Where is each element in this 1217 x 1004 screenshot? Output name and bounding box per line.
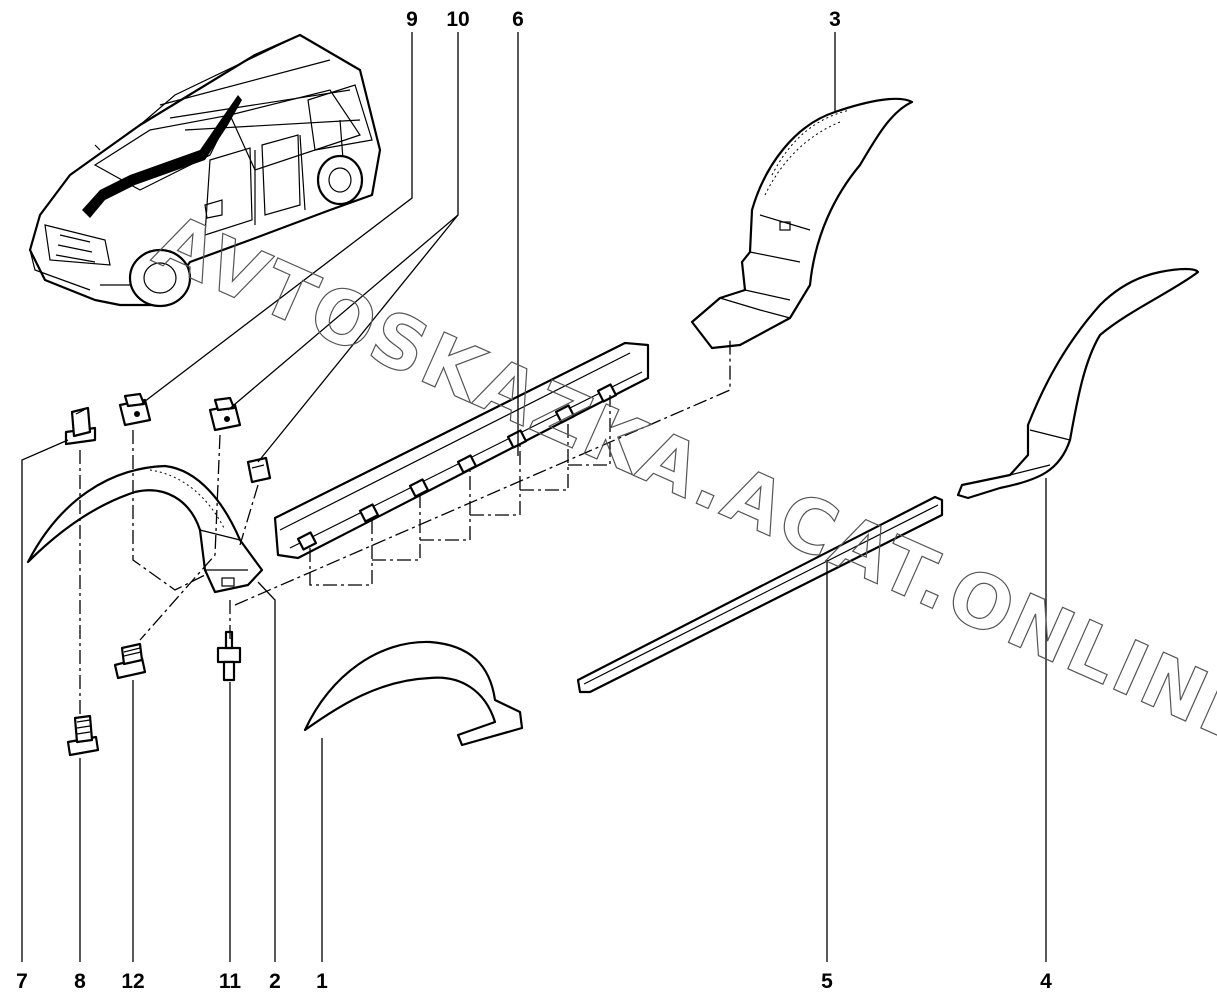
callout-labels: 9 10 6 3 7 8 12 11 2 1 5 4 <box>16 8 1052 993</box>
watermark-text: AVTOSKAZKA.ACAT.ONLINE <box>143 198 1217 763</box>
fastener-9b-clip-nut <box>208 396 242 432</box>
callout-11: 11 <box>219 970 242 993</box>
part-2-front-arch-trim <box>26 464 264 594</box>
callout-1: 1 <box>316 970 328 993</box>
callout-8: 8 <box>74 970 86 993</box>
leader-lines <box>21 32 1047 962</box>
sill-clips <box>296 383 618 551</box>
part-6-sill-rail <box>273 341 650 560</box>
part-1-front-arch-liner <box>303 640 524 747</box>
fastener-8-screw <box>66 714 100 757</box>
callout-6: 6 <box>512 8 524 31</box>
callout-9: 9 <box>406 8 418 31</box>
fastener-11-rivet <box>216 630 242 682</box>
callout-10: 10 <box>446 8 469 31</box>
fastener-7-push-clip <box>64 406 97 446</box>
vehicle-overview <box>28 33 382 308</box>
assembly-lines <box>79 340 731 715</box>
callout-7: 7 <box>16 970 28 993</box>
callout-3: 3 <box>829 8 841 31</box>
fastener-12-screw <box>113 642 147 680</box>
part-4-rear-arch-trim <box>956 267 1200 500</box>
callout-5: 5 <box>821 970 833 993</box>
callout-12: 12 <box>121 970 144 993</box>
callout-4: 4 <box>1040 970 1052 993</box>
part-3-rear-arch-liner <box>690 97 914 350</box>
fastener-9-clip-nut <box>118 392 152 427</box>
callout-2: 2 <box>269 970 281 993</box>
part-5-lower-sill-moulding <box>576 495 944 694</box>
